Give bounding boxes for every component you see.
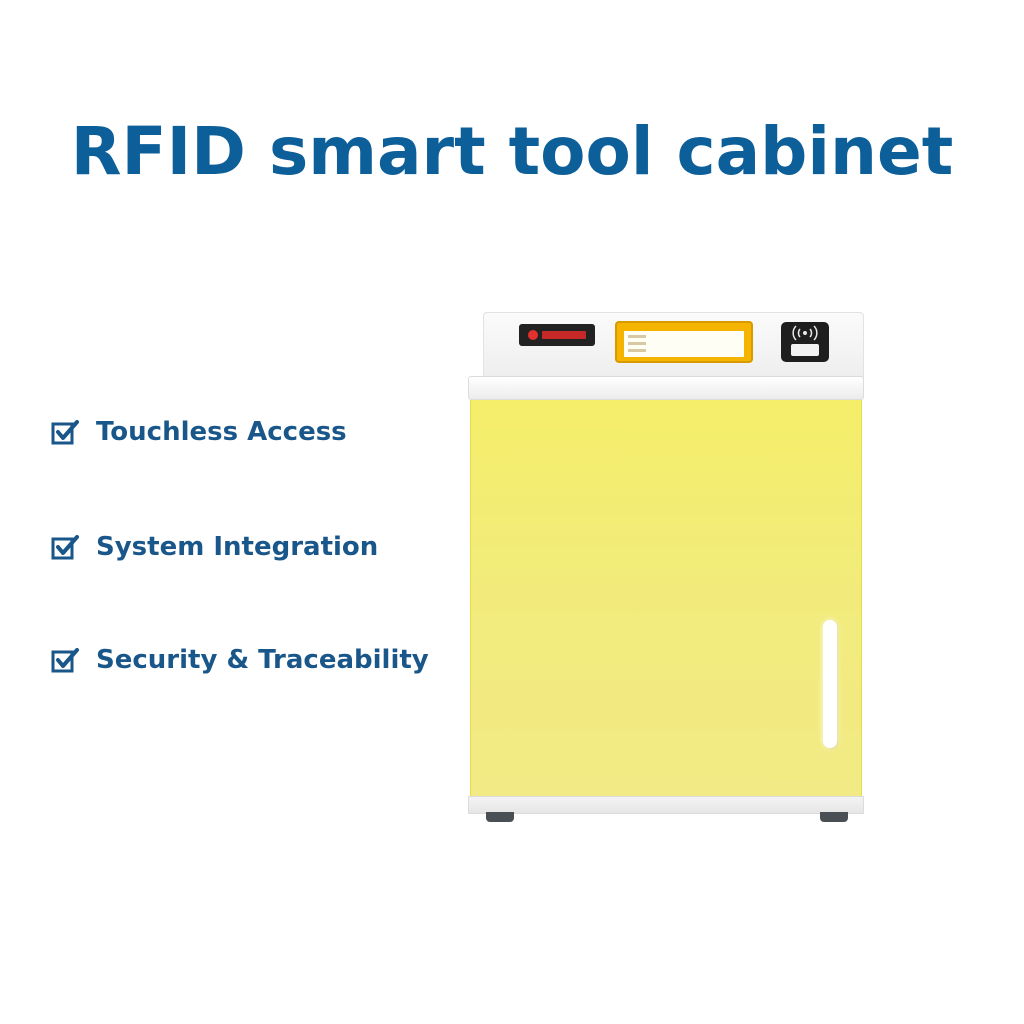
feature-label: System Integration: [96, 532, 379, 562]
cabinet-top-lip: [468, 376, 864, 400]
cabinet-foot: [820, 812, 848, 822]
door-handle-icon: [823, 620, 837, 748]
checkbox-checked-icon: [51, 535, 79, 560]
cabinet-top-panel: [483, 312, 864, 378]
wireless-signal-icon: [792, 325, 818, 341]
product-image-cabinet: [466, 310, 866, 825]
cabinet-door: [470, 400, 862, 796]
page-title: RFID smart tool cabinet: [70, 113, 954, 190]
feature-label: Touchless Access: [96, 417, 347, 447]
cabinet-base: [468, 796, 864, 814]
status-indicator-icon: [519, 324, 595, 346]
feature-label: Security & Traceability: [96, 645, 429, 675]
feature-item-system-integration: System Integration: [50, 527, 378, 567]
feature-item-touchless-access: Touchless Access: [50, 412, 347, 452]
cabinet-foot: [486, 812, 514, 822]
feature-item-security-traceability: Security & Traceability: [50, 640, 429, 680]
rfid-reader-icon: [781, 322, 829, 362]
checkbox-checked-icon: [51, 648, 79, 673]
checkbox-checked-icon: [51, 420, 79, 445]
touchscreen-icon: [617, 323, 751, 361]
